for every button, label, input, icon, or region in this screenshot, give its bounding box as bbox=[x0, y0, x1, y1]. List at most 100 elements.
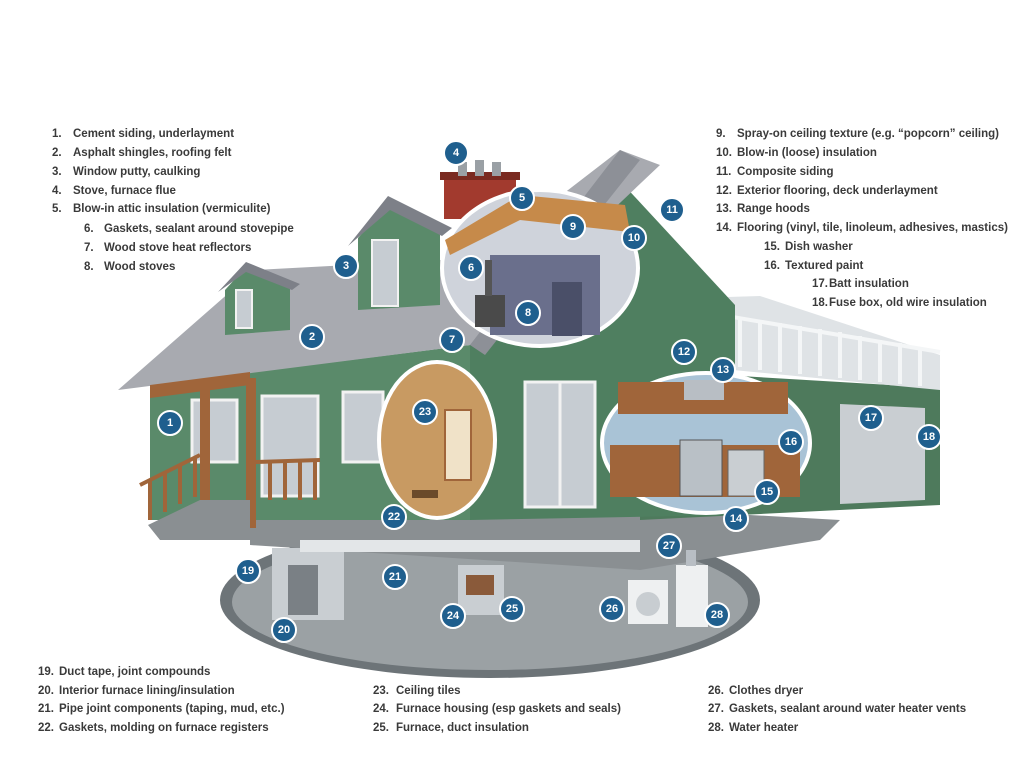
legend-number: 4. bbox=[52, 185, 62, 197]
legend-text: Duct tape, joint compounds bbox=[59, 666, 211, 678]
svg-text:6: 6 bbox=[468, 262, 474, 274]
porch-railing bbox=[139, 453, 321, 520]
legend-number: 27. bbox=[708, 703, 724, 715]
water-heater bbox=[676, 565, 708, 627]
legend-number: 9. bbox=[716, 128, 726, 140]
legend-item-13: 13.Range hoods bbox=[716, 203, 810, 215]
marker-10[interactable]: 10 bbox=[621, 225, 647, 251]
svg-text:27: 27 bbox=[663, 540, 675, 552]
marker-17[interactable]: 17 bbox=[858, 405, 884, 431]
legend-number: 7. bbox=[84, 242, 94, 254]
marker-23[interactable]: 23 bbox=[412, 399, 438, 425]
legend-number: 18. bbox=[812, 297, 828, 309]
room-wall-back bbox=[490, 255, 600, 335]
legend-text: Stove, furnace flue bbox=[73, 185, 176, 197]
legend-text: Asphalt shingles, roofing felt bbox=[73, 147, 232, 159]
legend-item-1: 1.Cement siding, underlayment bbox=[52, 128, 234, 140]
marker-25[interactable]: 25 bbox=[499, 596, 525, 622]
legend-number: 25. bbox=[373, 722, 389, 734]
legend-number: 20. bbox=[38, 685, 54, 697]
supply-duct bbox=[300, 540, 640, 552]
legend-item-8: 8.Wood stoves bbox=[84, 261, 175, 273]
marker-12[interactable]: 12 bbox=[671, 339, 697, 365]
legend-item-17: 17.Batt insulation bbox=[812, 278, 909, 290]
marker-11[interactable]: 11 bbox=[659, 197, 685, 223]
marker-28[interactable]: 28 bbox=[704, 602, 730, 628]
dormer-right-window bbox=[371, 239, 399, 307]
flue-pipe bbox=[492, 162, 501, 176]
legend-item-6: 6.Gaskets, sealant around stovepipe bbox=[84, 223, 294, 235]
svg-text:14: 14 bbox=[730, 513, 743, 525]
dryer-door bbox=[636, 592, 660, 616]
svg-text:28: 28 bbox=[711, 609, 723, 621]
marker-8[interactable]: 8 bbox=[515, 300, 541, 326]
legend-number: 6. bbox=[84, 223, 94, 235]
legend-item-27: 27.Gaskets, sealant around water heater … bbox=[708, 703, 966, 715]
svg-text:5: 5 bbox=[519, 192, 525, 204]
flue-pipe bbox=[475, 160, 484, 176]
legend-text: Dish washer bbox=[785, 241, 853, 253]
legend-number: 2. bbox=[52, 147, 62, 159]
svg-text:16: 16 bbox=[785, 436, 797, 448]
marker-15[interactable]: 15 bbox=[754, 479, 780, 505]
legend-item-22: 22.Gaskets, molding on furnace registers bbox=[38, 722, 269, 734]
svg-text:2: 2 bbox=[309, 331, 315, 343]
legend-number: 21. bbox=[38, 703, 54, 715]
marker-22[interactable]: 22 bbox=[381, 504, 407, 530]
svg-text:7: 7 bbox=[449, 334, 455, 346]
legend-item-3: 3.Window putty, caulking bbox=[52, 166, 200, 178]
svg-text:20: 20 bbox=[278, 624, 290, 636]
marker-6[interactable]: 6 bbox=[458, 255, 484, 281]
legend-item-24: 24.Furnace housing (esp gaskets and seal… bbox=[373, 703, 621, 715]
legend-item-10: 10.Blow-in (loose) insulation bbox=[716, 147, 877, 159]
legend-item-9: 9.Spray-on ceiling texture (e.g. “popcor… bbox=[716, 128, 999, 140]
range-hood bbox=[684, 380, 724, 400]
svg-text:12: 12 bbox=[678, 346, 690, 358]
marker-21[interactable]: 21 bbox=[382, 564, 408, 590]
legend-item-16: 16.Textured paint bbox=[764, 260, 863, 272]
furnace-front bbox=[288, 565, 318, 615]
marker-4[interactable]: 4 bbox=[443, 140, 469, 166]
marker-19[interactable]: 19 bbox=[235, 558, 261, 584]
legend-text: Batt insulation bbox=[829, 278, 909, 290]
marker-16[interactable]: 16 bbox=[778, 429, 804, 455]
marker-14[interactable]: 14 bbox=[723, 506, 749, 532]
legend-item-25: 25.Furnace, duct insulation bbox=[373, 722, 529, 734]
svg-text:25: 25 bbox=[506, 603, 518, 615]
marker-18[interactable]: 18 bbox=[916, 424, 942, 450]
legend-item-21: 21. Pipe joint components (taping, mud, e… bbox=[38, 703, 285, 715]
svg-text:19: 19 bbox=[242, 565, 254, 577]
legend-item-19: 19. Duct tape, joint compounds bbox=[38, 666, 210, 678]
marker-13[interactable]: 13 bbox=[710, 357, 736, 383]
marker-24[interactable]: 24 bbox=[440, 603, 466, 629]
legend-item-15: 15.Dish washer bbox=[764, 241, 853, 253]
marker-1[interactable]: 1 bbox=[157, 410, 183, 436]
legend-text: Flooring (vinyl, tile, linoleum, adhesiv… bbox=[737, 222, 1008, 234]
garage-door bbox=[840, 404, 925, 504]
porch-post-right bbox=[246, 378, 256, 528]
marker-2[interactable]: 2 bbox=[299, 324, 325, 350]
legend-item-18: 18.Fuse box, old wire insulation bbox=[812, 297, 987, 309]
marker-5[interactable]: 5 bbox=[509, 185, 535, 211]
marker-27[interactable]: 27 bbox=[656, 533, 682, 559]
legend-number: 16. bbox=[764, 260, 780, 272]
marker-26[interactable]: 26 bbox=[599, 596, 625, 622]
stovepipe bbox=[485, 260, 492, 296]
marker-9[interactable]: 9 bbox=[560, 214, 586, 240]
legend-item-23: 23.Ceiling tiles bbox=[373, 685, 461, 697]
porch-post-left bbox=[200, 388, 210, 500]
ceiling-room-door bbox=[444, 409, 472, 481]
marker-20[interactable]: 20 bbox=[271, 617, 297, 643]
legend-item-26: 26.Clothes dryer bbox=[708, 685, 803, 697]
marker-7[interactable]: 7 bbox=[439, 327, 465, 353]
legend-number: 19. bbox=[38, 666, 54, 678]
svg-text:17: 17 bbox=[865, 412, 877, 424]
legend-text: Interior furnace lining/insulation bbox=[59, 685, 235, 697]
legend-item-20: 20. Interior furnace lining/insulation bbox=[38, 685, 235, 697]
svg-text:15: 15 bbox=[761, 486, 773, 498]
legend-text: Blow-in attic insulation (vermiculite) bbox=[73, 203, 271, 215]
legend-text: Pipe joint components (taping, mud, etc.… bbox=[59, 703, 285, 715]
marker-3[interactable]: 3 bbox=[333, 253, 359, 279]
legend-text: Blow-in (loose) insulation bbox=[737, 147, 877, 159]
legend-item-12: 12.Exterior flooring, deck underlayment bbox=[716, 185, 938, 197]
